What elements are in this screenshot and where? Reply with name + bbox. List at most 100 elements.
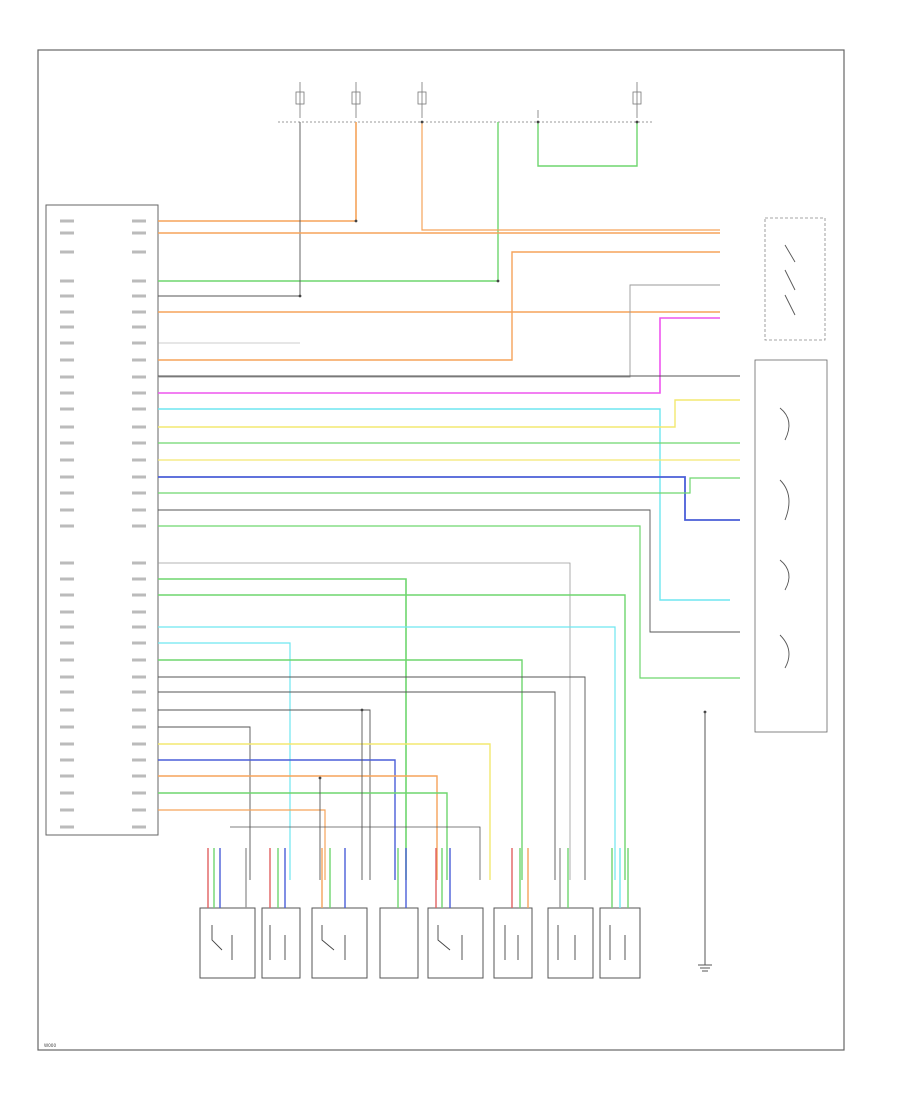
- pin-label-mark: [132, 825, 146, 829]
- junction-dot: [635, 120, 639, 124]
- pin-label-mark: [60, 825, 74, 829]
- wire-green-4: [158, 525, 740, 679]
- pin-label-mark: [60, 441, 74, 445]
- pin-label-mark: [132, 425, 146, 429]
- pin-label-mark: [132, 279, 146, 283]
- junction-dot: [360, 708, 364, 712]
- wire-dark-v2: [158, 691, 556, 880]
- pin-label-mark: [60, 391, 74, 395]
- pin-label-mark: [132, 219, 146, 223]
- seat-adjuster-switch-box: [754, 359, 828, 733]
- pin-label-mark: [132, 758, 146, 762]
- pin-label-mark: [132, 441, 146, 445]
- wire-orange-3: [158, 251, 720, 361]
- pin-label-mark: [132, 294, 146, 298]
- pin-label-mark: [132, 475, 146, 479]
- wire-green-top: [158, 122, 499, 282]
- pin-label-mark: [60, 294, 74, 298]
- pin-label-mark: [132, 325, 146, 329]
- pin-label-mark: [132, 791, 146, 795]
- pin-label-mark: [60, 708, 74, 712]
- wire-magenta: [158, 317, 720, 394]
- pin-label-mark: [132, 458, 146, 462]
- pin-label-mark: [60, 325, 74, 329]
- pin-label-mark: [60, 625, 74, 629]
- wire-bundle: [158, 122, 740, 679]
- wire-gray-v1: [158, 562, 571, 880]
- junction-dot: [536, 120, 540, 124]
- pin-label-mark: [132, 658, 146, 662]
- pin-label-mark: [60, 658, 74, 662]
- wire-yellow-v1: [158, 743, 491, 880]
- wire-dark-v3: [158, 709, 371, 880]
- wire-cyan: [158, 408, 730, 601]
- pin-label-mark: [60, 279, 74, 283]
- wire-green-v4: [158, 792, 448, 880]
- pin-label-mark: [60, 577, 74, 581]
- pin-label-mark: [60, 508, 74, 512]
- wire-orange-5: [421, 122, 720, 231]
- pin-label-mark: [132, 808, 146, 812]
- pin-label-mark: [132, 725, 146, 729]
- pin-label-mark: [60, 561, 74, 565]
- pin-label-mark: [60, 250, 74, 254]
- pin-label-mark: [60, 808, 74, 812]
- pin-label-mark: [60, 491, 74, 495]
- pin-label-mark: [132, 708, 146, 712]
- wire-orange-v2: [158, 809, 326, 880]
- wire-green-v3: [158, 659, 523, 880]
- pin-label-mark: [132, 407, 146, 411]
- driver-lumbar-switch-box: [764, 217, 826, 341]
- wire-yellow-1: [158, 399, 740, 428]
- pin-label-mark: [132, 577, 146, 581]
- wire-green-5: [537, 122, 638, 167]
- wire-dark-v4: [158, 726, 251, 880]
- pin-label-mark: [60, 458, 74, 462]
- pin-label-mark: [132, 690, 146, 694]
- pin-label-mark: [60, 310, 74, 314]
- pin-label-mark: [60, 675, 74, 679]
- pin-label-mark: [60, 774, 74, 778]
- pin-label-mark: [132, 250, 146, 254]
- pin-label-mark: [60, 475, 74, 479]
- pin-label-mark: [60, 742, 74, 746]
- wire-dark-top: [158, 122, 301, 297]
- pin-label-mark: [132, 358, 146, 362]
- pin-label-mark: [132, 742, 146, 746]
- wire-gray-1: [158, 284, 720, 378]
- pin-label-mark: [132, 310, 146, 314]
- pin-label-mark: [132, 561, 146, 565]
- wire-blue-v1: [158, 759, 396, 880]
- pin-label-mark: [132, 491, 146, 495]
- wire-orange-v1: [158, 775, 438, 880]
- junction-dot: [318, 776, 322, 780]
- pin-label-mark: [60, 758, 74, 762]
- wire-orange-top: [158, 122, 357, 222]
- memory-seat-module-box: [45, 204, 159, 836]
- pin-label-mark: [60, 231, 74, 235]
- pin-label-mark: [60, 641, 74, 645]
- junction-dot: [354, 219, 358, 223]
- vertical-wire-bundle: [158, 562, 629, 908]
- wire-dark-v1: [158, 676, 586, 880]
- wire-cyan-v2: [158, 642, 291, 880]
- pin-label-mark: [60, 341, 74, 345]
- wire-green-v2: [158, 594, 626, 880]
- pin-label-mark: [60, 358, 74, 362]
- junction-dots: [298, 120, 707, 780]
- pin-labels: [60, 219, 146, 829]
- wire-dark-v5: [230, 826, 481, 880]
- pin-label-mark: [132, 508, 146, 512]
- diagram-border: [37, 49, 845, 1051]
- pin-label-mark: [60, 690, 74, 694]
- junction-dot: [298, 294, 302, 298]
- junction-dot: [496, 279, 500, 283]
- wire-dark-2: [158, 509, 740, 633]
- pin-label-mark: [132, 610, 146, 614]
- pin-label-mark: [60, 375, 74, 379]
- pin-label-mark: [60, 425, 74, 429]
- wire-green-v1: [158, 578, 407, 880]
- fuse-group: [295, 82, 642, 118]
